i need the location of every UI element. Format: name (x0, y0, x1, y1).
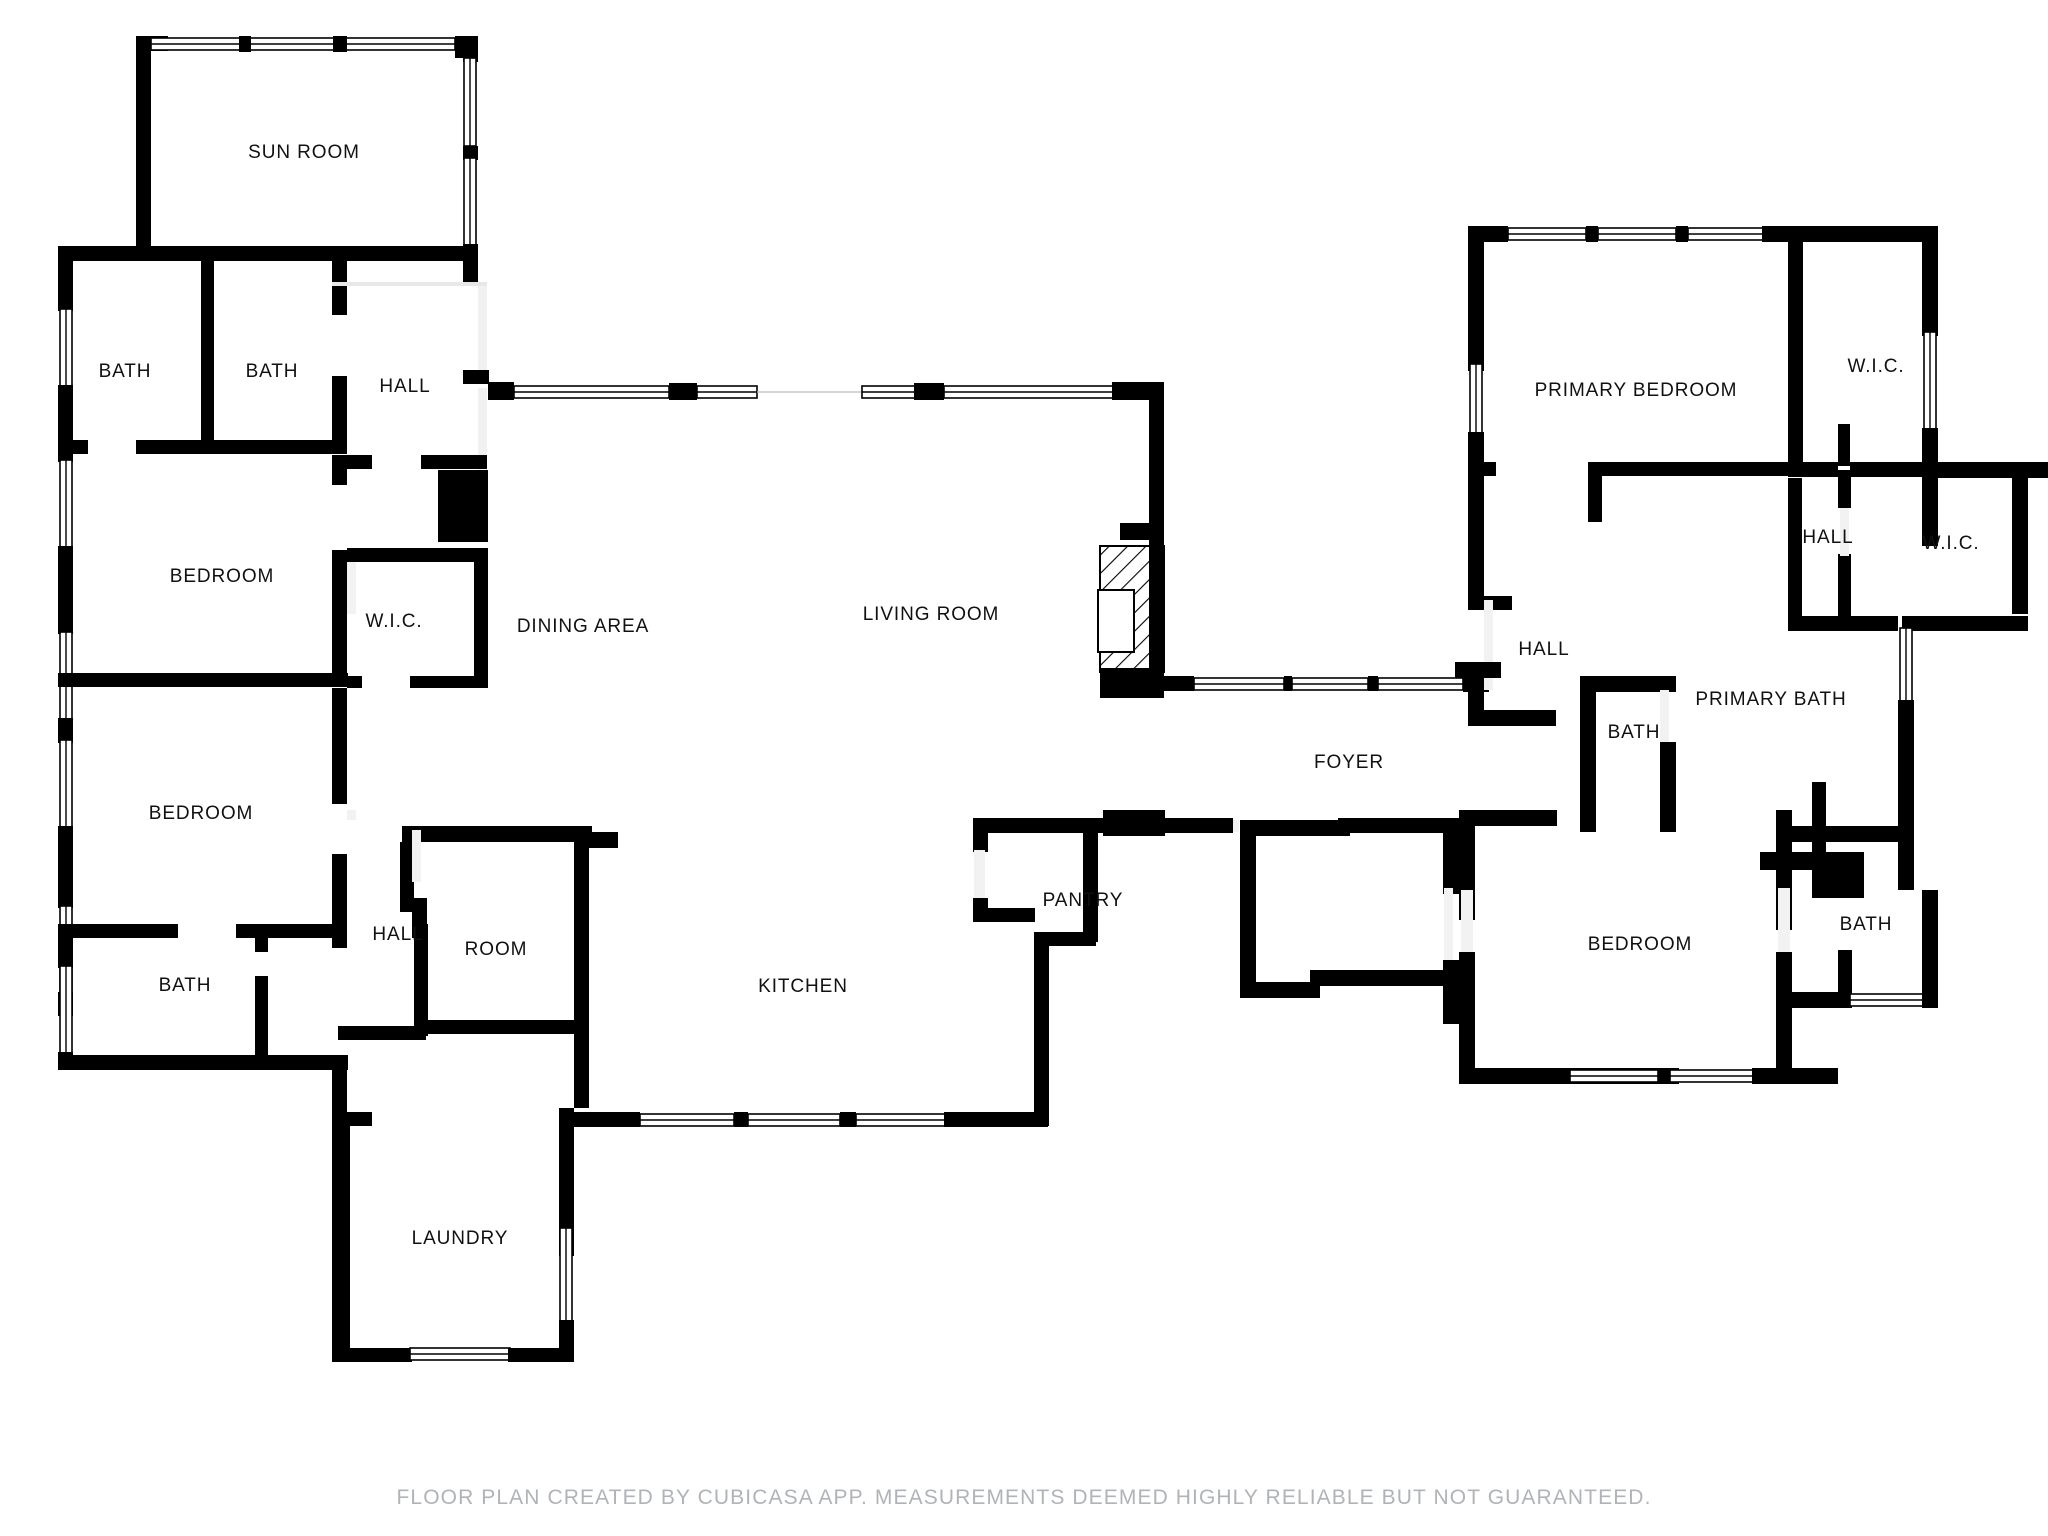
room-label-dining-area: DINING AREA (516, 616, 650, 637)
room-label-sun-room: SUN ROOM (248, 142, 360, 163)
room-label-bath-nw-1: BATH (98, 361, 152, 382)
center-walls (488, 382, 1489, 698)
room-label-wic-ne-upper: W.I.C. (1847, 356, 1905, 377)
room-label-foyer: FOYER (1314, 752, 1384, 773)
room-label-pantry: PANTRY (1042, 890, 1124, 911)
room-label-room-center: ROOM (464, 939, 528, 960)
room-label-laundry: LAUNDRY (411, 1228, 509, 1249)
room-label-wic-ne-lower: W.I.C. (1922, 533, 1980, 554)
room-label-wic-w: W.I.C. (365, 611, 423, 632)
room-label-bedroom-se: BEDROOM (1587, 934, 1693, 955)
room-label-kitchen: KITCHEN (758, 976, 848, 997)
room-label-bedroom-w-upper: BEDROOM (169, 566, 275, 587)
room-label-bath-se: BATH (1839, 914, 1893, 935)
east-wing-walls (1240, 226, 2048, 1084)
kitchen-zone-walls (332, 810, 1453, 1362)
room-label-hall-e-mid: HALL (1518, 639, 1570, 660)
room-label-bedroom-w-lower: BEDROOM (148, 803, 254, 824)
room-label-living-room: LIVING ROOM (862, 604, 1000, 625)
room-label-primary-bedroom: PRIMARY BEDROOM (1534, 380, 1738, 401)
footer-disclaimer: FLOOR PLAN CREATED BY CUBICASA APP. MEAS… (396, 1486, 1652, 1509)
room-label-bath-e-mid: BATH (1607, 722, 1661, 743)
room-label-hall-w-lower: HALL (372, 924, 424, 945)
room-label-bath-nw-2: BATH (245, 361, 299, 382)
room-label-primary-bath: PRIMARY BATH (1695, 689, 1847, 710)
west-wing-walls (58, 36, 489, 1126)
room-label-hall-ne: HALL (1802, 527, 1854, 548)
room-label-hall-nw: HALL (379, 376, 431, 397)
room-label-bath-w-lower: BATH (158, 975, 212, 996)
